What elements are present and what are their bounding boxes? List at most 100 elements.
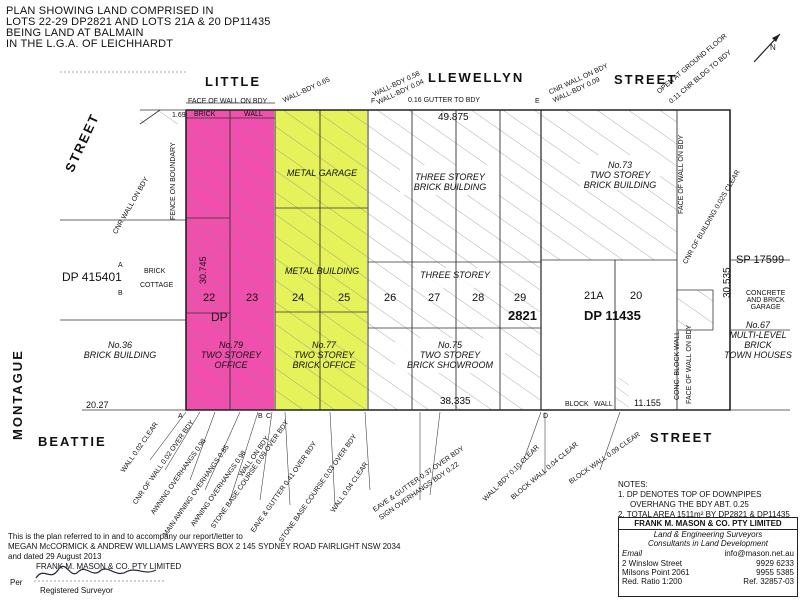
lot-a-label: A xyxy=(118,262,123,269)
lot-dp-label: DP xyxy=(211,310,228,324)
gutter-label: 0.16 GUTTER TO BDY xyxy=(408,97,481,104)
no77-line1: No.77 xyxy=(311,340,337,350)
surveyor-signature xyxy=(34,565,164,582)
street-little: LITTLE xyxy=(205,74,262,89)
metal-building-label: METAL BUILDING xyxy=(284,266,360,276)
dim-2027: 20.27 xyxy=(86,400,109,410)
title-line-2: LOTS 22-29 DP2821 AND LOTS 21A & 20 DP11… xyxy=(6,16,271,28)
firm-address-2: Milsons Point 2061 xyxy=(622,568,690,577)
dp-415401: DP 415401 xyxy=(62,270,122,284)
right-face-wall-label: FACE OF WALL ON BDY xyxy=(678,134,685,214)
firm-email-label: Email xyxy=(622,549,643,558)
title-line-4: IN THE L.G.A. OF LEICHHARDT xyxy=(6,38,174,50)
no77-line3: BRICK OFFICE xyxy=(292,360,356,370)
firm-email[interactable]: info@mason.net.au xyxy=(724,549,795,558)
concrete-garage-label: CONCRETE AND BRICK GARAGE xyxy=(746,290,785,311)
brick-label: BRICK xyxy=(144,268,166,275)
no75-label: No.75 TWO STOREY BRICK SHOWROOM xyxy=(395,340,505,370)
corner-c: C xyxy=(266,413,272,420)
footer-line-1: This is the plan referred to in and to a… xyxy=(8,532,243,541)
block-label: BLOCK xyxy=(565,401,589,408)
footer-registered: Registered Surveyor xyxy=(40,586,113,595)
lot-22: 22 xyxy=(203,292,216,304)
title-line-3: BEING LAND AT BALMAIN xyxy=(6,27,144,39)
no36-label: No.36 BRICK BUILDING xyxy=(80,340,160,360)
svg-text:N: N xyxy=(770,43,776,52)
footer-line-3: and dated 29 August 2013 xyxy=(8,552,102,561)
three-storey-building-label: THREE STOREY BRICK BUILDING xyxy=(400,172,500,192)
no77-label: No.77 TWO STOREY BRICK OFFICE xyxy=(282,340,366,370)
no73-line2: TWO STOREY xyxy=(589,170,651,180)
lot-20: 20 xyxy=(630,290,643,302)
corner-b: B xyxy=(258,413,263,420)
conc-block-label: CONC. BLOCK WALL xyxy=(674,331,681,400)
concrete-line1: CONCRETE xyxy=(746,290,786,297)
firm-phone-2: 9955 5385 xyxy=(756,568,794,577)
no79-label: No.79 TWO STOREY OFFICE xyxy=(196,340,266,370)
lot-29: 29 xyxy=(514,292,527,304)
title-line-1: PLAN SHOWING LAND COMPRISED IN xyxy=(6,5,214,17)
no36-line2: BRICK BUILDING xyxy=(83,350,157,360)
plan-title: PLAN SHOWING LAND COMPRISED IN LOTS 22-2… xyxy=(6,6,271,50)
footer-per: Per xyxy=(10,578,23,587)
dim-30745: 30.745 xyxy=(198,256,208,284)
no67-line1: No.67 xyxy=(745,320,771,330)
block-wall-label: WALL xyxy=(594,401,613,408)
lot-24: 24 xyxy=(292,292,305,304)
lot-25: 25 xyxy=(338,292,351,304)
lot-21a: 21A xyxy=(584,290,604,302)
concrete-line3: GARAGE xyxy=(750,304,781,311)
firm-ref: Ref. 32857-03 xyxy=(743,577,794,586)
north-arrow-icon: N xyxy=(753,33,781,63)
firm-address-1: 2 Winslow Street xyxy=(622,559,683,568)
dim-11155: 11.155 xyxy=(634,398,661,408)
lot-28: 28 xyxy=(472,292,485,304)
street-beattie-suffix: STREET xyxy=(650,430,714,445)
street-montague: MONTAGUE xyxy=(10,349,25,440)
no67-line3: BRICK xyxy=(744,340,772,350)
lot-b-label: B xyxy=(118,290,123,297)
note-2: 2. TOTAL AREA 1511m² BY DP2821 & DP11435 xyxy=(618,510,790,519)
street-beattie: BEATTIE xyxy=(38,434,107,449)
three-storey-2-label: THREE STOREY xyxy=(420,270,490,280)
metal-garage-label: METAL GARAGE xyxy=(286,168,358,178)
no75-line2: TWO STOREY xyxy=(419,350,481,360)
dim-169: 1.69 xyxy=(172,112,186,119)
face-of-wall-label: FACE OF WALL ON BDY xyxy=(188,98,268,105)
no79-line2: TWO STOREY xyxy=(200,350,262,360)
footer-line-4: FRANK M. MASON & CO. PTY LIMITED xyxy=(36,562,182,571)
no67-label: No.67 MULTI-LEVEL BRICK TOWN HOUSES xyxy=(718,320,798,360)
firm-title-block: FRANK M. MASON & CO. PTY LIMITED Land & … xyxy=(618,517,798,597)
no67-line2: MULTI-LEVEL xyxy=(729,330,787,340)
street-llewellyn-suffix: STREET xyxy=(614,72,678,87)
dim-49875: 49.875 xyxy=(438,112,469,123)
corner-d: D xyxy=(543,413,549,420)
notes-block: NOTES: 1. DP DENOTES TOP OF DOWNPIPES OV… xyxy=(618,480,790,520)
no73-line1: No.73 xyxy=(607,160,633,170)
no73-label: No.73 TWO STOREY BRICK BUILDING xyxy=(580,160,660,190)
notes-heading: NOTES: xyxy=(618,480,648,489)
firm-name: FRANK M. MASON & CO. PTY LIMITED xyxy=(619,518,797,530)
lot-27: 27 xyxy=(428,292,441,304)
note-1b: OVERHANG THE BDY ABT. 0.25 xyxy=(630,500,749,509)
firm-ratio: Red. Ratio 1:200 xyxy=(622,577,683,586)
no75-line1: No.75 xyxy=(437,340,463,350)
firm-sub-2: Consultants in Land Development xyxy=(647,539,769,548)
dim-38335: 38.335 xyxy=(440,396,471,407)
street-llewellyn: LLEWELLYN xyxy=(428,70,525,85)
top-wall-label: WALL xyxy=(244,111,263,118)
three-storey-1b: BRICK BUILDING xyxy=(413,182,487,192)
firm-sub-1: Land & Engineering Surveyors xyxy=(653,530,763,539)
lot-26: 26 xyxy=(384,292,397,304)
fence-label: FENCE ON BOUNDARY xyxy=(170,142,177,220)
no67-line4: TOWN HOUSES xyxy=(724,350,792,360)
lot-23: 23 xyxy=(246,292,259,304)
note-1a: 1. DP DENOTES TOP OF DOWNPIPES xyxy=(618,490,762,499)
no79-line3: OFFICE xyxy=(214,360,248,370)
firm-phone-1: 9929 6233 xyxy=(756,559,794,568)
no73-line3: BRICK BUILDING xyxy=(583,180,657,190)
no77-line2: TWO STOREY xyxy=(293,350,355,360)
cottage-label: COTTAGE xyxy=(140,282,174,289)
no75-line3: BRICK SHOWROOM xyxy=(406,360,493,370)
